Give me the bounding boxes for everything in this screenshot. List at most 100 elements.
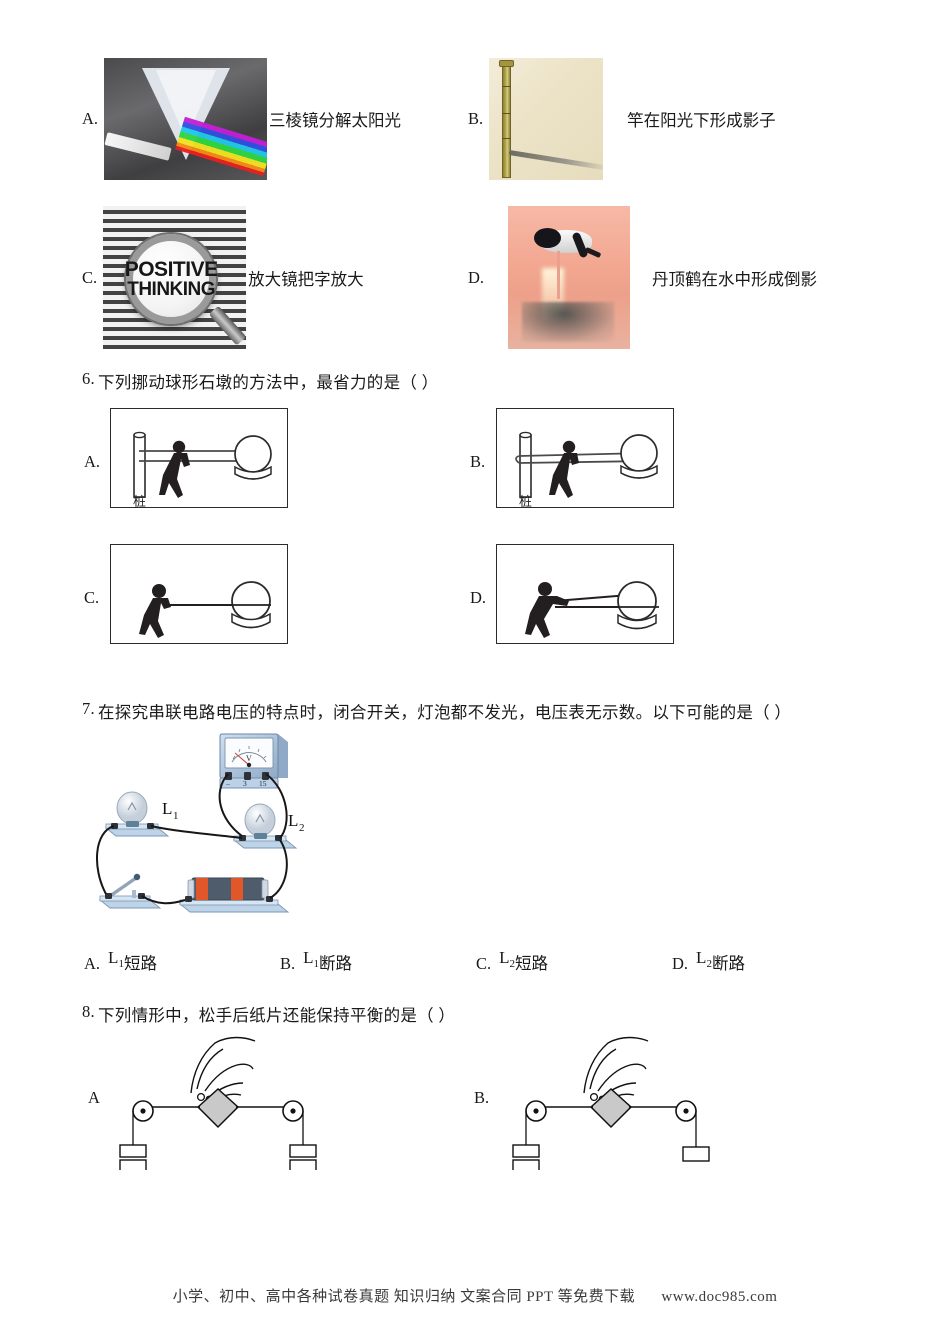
q7-option-d-text: 断路: [711, 954, 745, 973]
q7-option-d-letter: D.: [672, 954, 689, 973]
svg-text:V: V: [246, 754, 252, 763]
crane-head-icon: [534, 228, 562, 248]
q5-option-d: D. 丹顶鹤在水中形成倒影: [468, 206, 817, 349]
q7-option-c-text: 短路: [515, 954, 549, 973]
q8-option-b-letter: B.: [474, 1088, 490, 1107]
pole-joint-icon: [502, 113, 512, 114]
bamboo-pole-icon: [502, 63, 512, 178]
q7-option-b-text: 断路: [319, 954, 353, 973]
hand-icon: [190, 1036, 256, 1102]
prism-dispersion-image: [104, 58, 268, 180]
q7-option-a: A. L1短路: [84, 948, 157, 974]
crane-water-reflection-icon: [522, 302, 615, 342]
q7-option-a-letter: A.: [84, 954, 101, 973]
pole-shadow-image: [489, 58, 604, 180]
lens-word-line-2: THINKING: [127, 279, 216, 301]
svg-text:–: –: [225, 779, 230, 788]
battery-icon: [178, 877, 290, 913]
svg-text:2: 2: [299, 822, 305, 834]
q8-option-a-diagram: [105, 1035, 355, 1175]
q6-option-c-diagram: [110, 544, 288, 644]
q7-number: 7.: [82, 699, 95, 718]
q7-option-c: C. L2短路: [476, 948, 549, 974]
weight-icon: [512, 1159, 540, 1173]
q5-option-b-letter: B.: [468, 109, 484, 128]
q6-option-c-letter: C.: [84, 588, 100, 607]
svg-text:桩: 桩: [133, 494, 146, 509]
q5-option-d-letter: D.: [468, 267, 485, 287]
magnifier-image: POSITIVE THINKING: [103, 206, 247, 349]
q7-option-c-letter: C.: [476, 954, 492, 973]
q6-option-b-letter: B.: [470, 452, 486, 471]
footer-text: 小学、初中、高中各种试卷真题 知识归纳 文案合同 PPT 等免费下载: [172, 1289, 636, 1305]
q8-option-a-letter: A: [88, 1088, 100, 1107]
footer-watermark: 小学、初中、高中各种试卷真题 知识归纳 文案合同 PPT 等免费下载 www.d…: [0, 1285, 950, 1306]
weight-icon: [119, 1159, 147, 1173]
svg-text:15: 15: [259, 779, 267, 788]
lens-word-line-1: POSITIVE: [124, 257, 218, 281]
q6-prompt: 6. 下列挪动球形石墩的方法中，最省力的是（ ）: [82, 369, 438, 393]
q6-text: 下列挪动球形石墩的方法中，最省力的是（ ）: [97, 373, 439, 392]
svg-text:L: L: [288, 811, 298, 830]
q7-option-d-symbol: L: [696, 948, 707, 967]
q7-option-c-symbol: L: [499, 948, 510, 967]
q7-option-b-letter: B.: [280, 954, 296, 973]
pole-shadow-icon: [508, 150, 604, 170]
angled-pull-diagram: [525, 581, 659, 638]
q7-circuit-diagram: V – 3 15 L 1: [92, 728, 322, 933]
weight-icon: [682, 1146, 710, 1162]
weight-icon: [289, 1144, 317, 1158]
q8-option-b-diagram: [498, 1035, 748, 1175]
q6-option-a-diagram: 桩: [110, 408, 288, 509]
svg-text:1: 1: [173, 810, 179, 822]
q6-option-a-letter: A.: [84, 452, 101, 471]
q5-option-c-caption: 放大镜把字放大: [248, 269, 364, 289]
pole-joint-icon: [502, 86, 512, 87]
svg-text:桩: 桩: [519, 494, 532, 509]
svg-text:L: L: [162, 799, 172, 818]
magnifier-lens-icon: POSITIVE THINKING: [124, 234, 218, 324]
q8-prompt: 8. 下列情形中，松手后纸片还能保持平衡的是（ ）: [82, 1002, 455, 1026]
q6-number: 6.: [82, 369, 95, 388]
q6-option-d-diagram: [496, 544, 674, 644]
q7-option-a-symbol: L: [108, 948, 119, 967]
switch-icon: [98, 873, 162, 909]
footer-url: www.doc985.com: [661, 1289, 778, 1305]
hand-icon: [583, 1036, 649, 1102]
q5-option-a-letter: A.: [82, 109, 99, 128]
q5-option-b-caption: 竿在阳光下形成影子: [627, 111, 776, 130]
q7-option-b-sub: 1: [313, 958, 320, 970]
q5-option-b: B. 竿在阳光下形成影子: [468, 58, 776, 180]
direct-pull-diagram: [139, 581, 271, 638]
q7-option-a-text: 短路: [123, 954, 157, 973]
q5-option-a: A. 三棱镜分解太阳光: [82, 58, 401, 180]
q7-option-d-sub: 2: [706, 958, 712, 970]
pull-with-post-diagram: 桩: [133, 431, 272, 509]
q7-option-b-symbol: L: [303, 948, 314, 967]
q7-text: 在探究串联电路电压的特点时，闭合开关，灯泡都不发光，电压表无示数。以下可能的是（…: [97, 703, 792, 722]
q6-option-d-letter: D.: [470, 588, 487, 607]
lamp-l1-icon: [104, 791, 170, 837]
q5-option-c: C. POSITIVE THINKING 放大镜把字放大: [82, 206, 364, 349]
q7-option-a-sub: 1: [118, 958, 124, 970]
crane-reflection-image: [508, 206, 631, 349]
q5-option-a-caption: 三棱镜分解太阳光: [269, 111, 402, 130]
pole-joint-icon: [502, 138, 512, 139]
q7-option-c-sub: 2: [509, 958, 516, 970]
weight-icon: [119, 1144, 147, 1158]
q5-option-c-letter: C.: [82, 267, 98, 287]
pole-cap-icon: [499, 60, 515, 67]
weight-icon: [512, 1144, 540, 1158]
q6-option-b-diagram: 桩: [496, 408, 674, 509]
weight-icon: [289, 1159, 317, 1173]
q5-option-d-caption: 丹顶鹤在水中形成倒影: [652, 269, 818, 289]
q8-text: 下列情形中，松手后纸片还能保持平衡的是（ ）: [97, 1006, 456, 1025]
crane-leg-icon: [557, 251, 561, 299]
crane-beak-icon: [584, 246, 602, 259]
rope-loop-post-diagram: 桩: [515, 431, 658, 509]
q8-number: 8.: [82, 1002, 95, 1021]
q7-prompt: 7. 在探究串联电路电压的特点时，闭合开关，灯泡都不发光，电压表无示数。以下可能…: [82, 699, 791, 723]
svg-text:3: 3: [243, 779, 247, 788]
q7-option-b: B. L1断路: [280, 948, 353, 974]
